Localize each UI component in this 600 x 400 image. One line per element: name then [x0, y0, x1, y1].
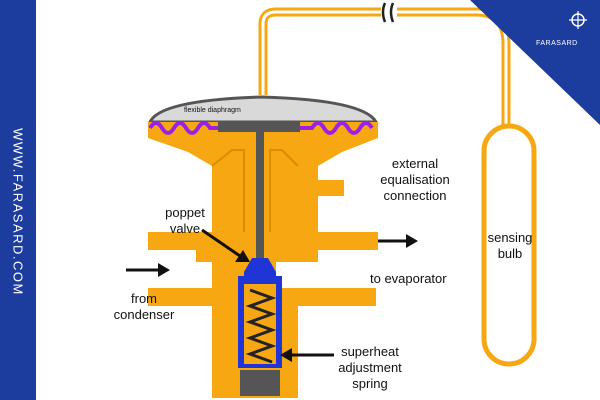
- label-external-equalisation: external equalisation connection: [380, 156, 450, 203]
- valve-stem: [256, 130, 264, 260]
- superheat-spring: [245, 288, 277, 364]
- label-diaphragm: flexible diaphragm: [184, 107, 241, 114]
- diaphragm-dome: [147, 95, 379, 124]
- label-from-condenser: from condenser: [113, 291, 175, 322]
- tube-break-symbol: [381, 2, 397, 23]
- brand-name: FARASARD: [536, 40, 578, 47]
- arrow-poppet-pointer: [201, 228, 250, 262]
- arrow-to-evaporator: [378, 234, 418, 248]
- site-sidebar: WWW.FARASARD.COM: [0, 0, 36, 400]
- push-plate: [218, 122, 300, 132]
- poppet-valve: [244, 258, 276, 284]
- body-cavity-outline: [211, 149, 299, 232]
- brand-corner: [470, 0, 600, 125]
- sensing-bulb: [481, 123, 537, 367]
- brand-logo-icon: [569, 11, 587, 29]
- arrow-spring-pointer: [280, 348, 334, 362]
- label-poppet-valve: poppet valve: [165, 205, 205, 236]
- label-superheat-spring: superheat adjustment spring: [338, 344, 402, 391]
- adjuster-block: [240, 370, 280, 396]
- arrow-from-condenser: [126, 263, 170, 277]
- site-url: WWW.FARASARD.COM: [10, 128, 26, 296]
- label-to-evaporator: to evaporator: [370, 271, 447, 286]
- label-sensing-bulb: sensing bulb: [487, 230, 533, 261]
